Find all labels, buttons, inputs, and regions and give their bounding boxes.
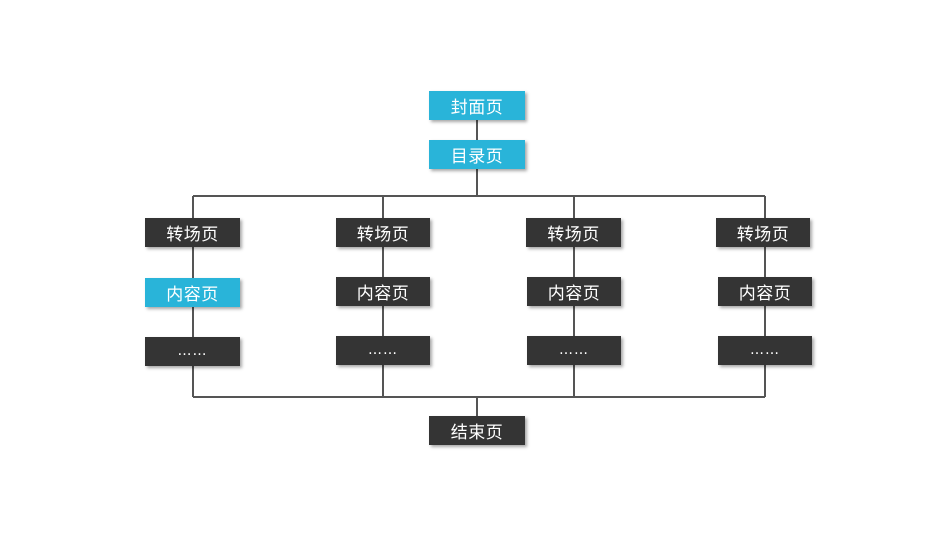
more-pages-node-2: ……: [336, 336, 430, 365]
toc-page-node: 目录页: [429, 140, 525, 169]
more-pages-node-3: ……: [527, 336, 621, 365]
more-pages-node-4: ……: [718, 336, 812, 365]
content-page-node-3: 内容页: [527, 277, 621, 306]
transition-page-node-4: 转场页: [716, 218, 810, 247]
content-page-node-2: 内容页: [336, 277, 430, 306]
more-pages-node-1: ……: [145, 337, 240, 366]
transition-page-node-3: 转场页: [526, 218, 621, 247]
transition-page-node-2: 转场页: [336, 218, 430, 247]
transition-page-node-1: 转场页: [145, 218, 240, 247]
cover-page-node: 封面页: [429, 91, 525, 120]
end-page-node: 结束页: [429, 416, 525, 445]
content-page-node-4: 内容页: [718, 277, 812, 306]
content-page-node-1: 内容页: [145, 278, 240, 307]
